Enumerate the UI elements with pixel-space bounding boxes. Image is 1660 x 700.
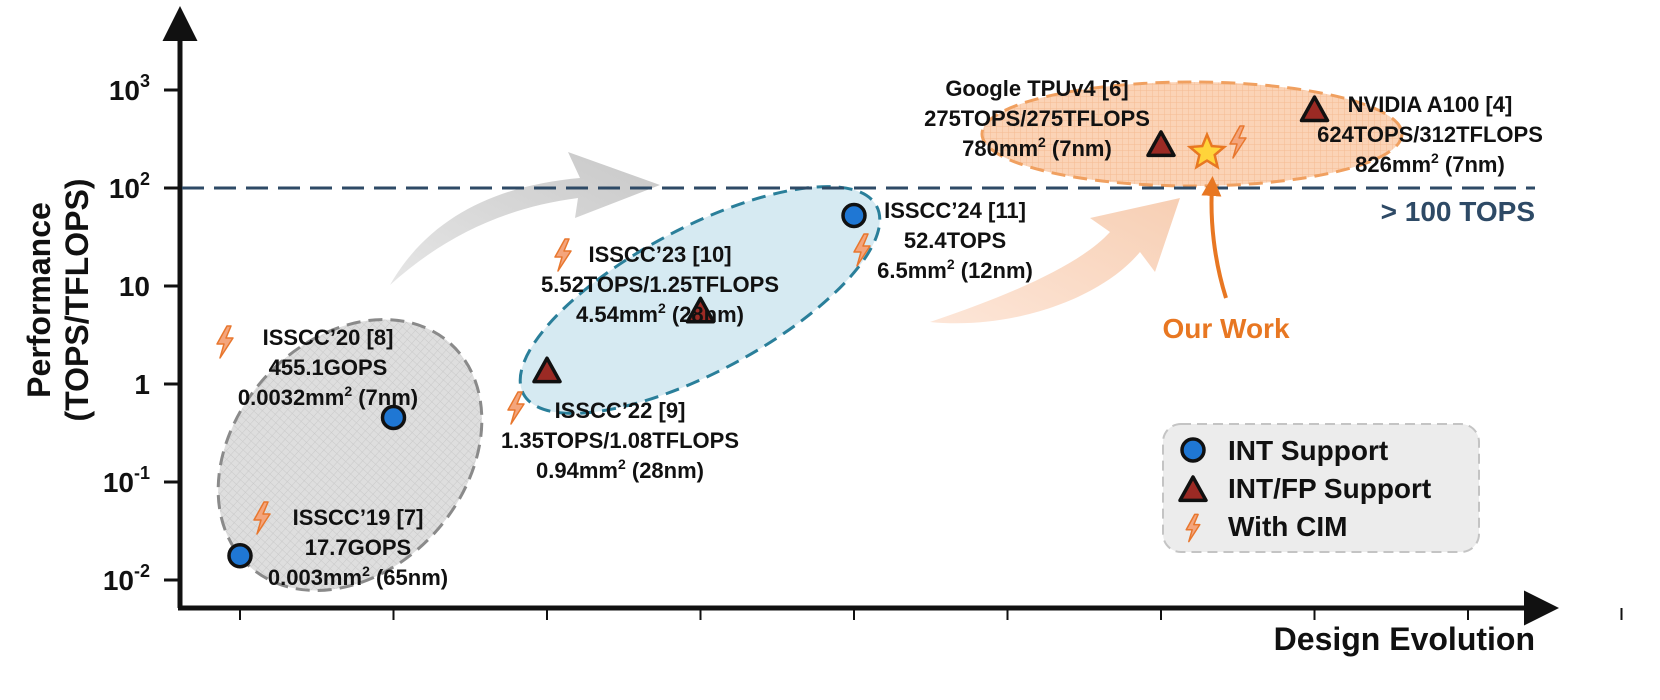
data-points — [216, 95, 1330, 569]
y-tick-label: 102 — [109, 169, 150, 204]
cim-icon-isscc23 — [554, 238, 572, 272]
x-ticks — [239, 608, 1623, 620]
y-tick-label: 1 — [134, 369, 150, 400]
group-ellipse-orange — [980, 80, 1404, 188]
y-axis-title-line2: (TOPS/TFLOPS) — [59, 179, 95, 422]
cim-icon-isscc22 — [507, 391, 525, 425]
cim-icon-isscc20 — [216, 325, 234, 359]
cim-icon-isscc19 — [253, 501, 271, 535]
point-a100 — [1299, 95, 1330, 123]
y-tick-label: 10-2 — [103, 561, 150, 596]
point-isscc20 — [380, 404, 407, 431]
label-a100-line2: 624TOPS/312TFLOPS — [1317, 122, 1543, 147]
y-tick-label: 10 — [119, 271, 150, 302]
label-tpuv4-line3: 780mm2 (7nm) — [962, 134, 1112, 161]
label-tpuv4-line1: Google TPUv4 [6] — [945, 76, 1128, 101]
threshold-label: > 100 TOPS — [1381, 196, 1535, 227]
label-isscc20-line3: 0.0032mm2 (7nm) — [238, 383, 418, 410]
label-isscc24-line2: 52.4TOPS — [904, 228, 1006, 253]
legend-marker-triangle — [1178, 475, 1208, 503]
cim-icon-isscc24 — [853, 233, 871, 267]
label-tpuv4-line2: 275TOPS/275TFLOPS — [924, 106, 1150, 131]
group-ellipse-gray — [216, 318, 484, 592]
legend-marker-circle — [1180, 437, 1206, 463]
label-a100: NVIDIA A100 [4] 624TOPS/312TFLOPS 826mm2 (… — [1317, 92, 1543, 177]
label-isscc19-line3: 0.003mm2 (65nm) — [268, 563, 448, 590]
y-tick-label: 103 — [109, 71, 150, 106]
label-isscc23: ISSCC’23 [10] 5.52TOPS/1.25TFLOPS 4.54mm2 … — [541, 242, 779, 327]
label-isscc20: ISSCC’20 [8] 455.1GOPS 0.0032mm2 (7nm) — [238, 325, 418, 410]
label-isscc19: ISSCC’19 [7] 17.7GOPS 0.003mm2 (65nm) — [268, 505, 448, 590]
label-ours-line1: Our Work — [1162, 313, 1289, 344]
x-axis-title: Design Evolution — [1274, 621, 1535, 657]
label-isscc19-line1: ISSCC’19 [7] — [293, 505, 424, 530]
point-tpuv4 — [1146, 130, 1176, 158]
label-isscc22-line3: 0.94mm2 (28nm) — [536, 456, 704, 483]
point-isscc19 — [227, 542, 253, 569]
evolution-arrow-gray — [390, 152, 660, 285]
label-a100-line3: 826mm2 (7nm) — [1355, 150, 1505, 177]
label-isscc24-line3: 6.5mm2 (12nm) — [877, 256, 1033, 283]
label-isscc22: ISSCC’22 [9] 1.35TOPS/1.08TFLOPS 0.94mm2 (… — [501, 398, 739, 483]
point-isscc22 — [532, 356, 562, 384]
label-isscc22-line1: ISSCC’22 [9] — [555, 398, 686, 423]
y-tick-label: 10-1 — [103, 463, 150, 498]
label-isscc24-line1: ISSCC’24 [11] — [884, 198, 1026, 223]
label-isscc23-line3: 4.54mm2 (28nm) — [576, 300, 744, 327]
label-isscc20-line2: 455.1GOPS — [269, 355, 388, 380]
legend-box — [1162, 423, 1480, 553]
label-isscc19-line2: 17.7GOPS — [305, 535, 411, 560]
y-axis-title-line1: Performance — [21, 202, 57, 398]
y-ticks: 10-2 10-1 1 10 102 103 — [103, 71, 180, 596]
label-isscc22-line2: 1.35TOPS/1.08TFLOPS — [501, 428, 739, 453]
label-ours: Our Work — [1162, 313, 1289, 344]
label-isscc20-line1: ISSCC’20 [8] — [263, 325, 394, 350]
point-isscc24 — [841, 202, 867, 229]
label-isscc23-line2: 5.52TOPS/1.25TFLOPS — [541, 272, 779, 297]
label-a100-line1: NVIDIA A100 [4] — [1348, 92, 1513, 117]
label-isscc23-line1: ISSCC’23 [10] — [588, 242, 731, 267]
legend-label-bolt: With CIM — [1228, 511, 1348, 542]
legend-marker-bolt — [1185, 513, 1201, 543]
legend-label-triangle: INT/FP Support — [1228, 473, 1431, 504]
cim-icon-ours — [1229, 125, 1247, 159]
our-work-arrow — [1201, 176, 1228, 299]
point-isscc23 — [685, 296, 716, 324]
legend-label-circle: INT Support — [1228, 435, 1388, 466]
label-tpuv4: Google TPUv4 [6] 275TOPS/275TFLOPS 780mm2 … — [924, 76, 1150, 161]
label-isscc24: ISSCC’24 [11] 52.4TOPS 6.5mm2 (12nm) — [877, 198, 1033, 283]
evolution-arrow-orange — [930, 198, 1180, 324]
point-ours — [1186, 131, 1228, 170]
